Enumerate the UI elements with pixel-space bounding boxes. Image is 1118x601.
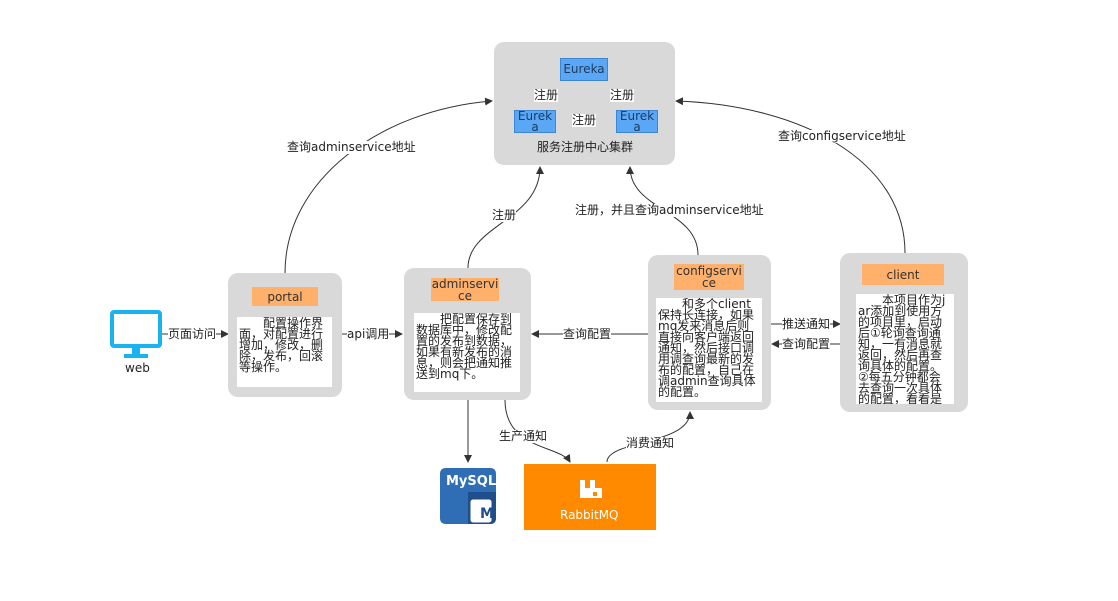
edge-label-admin-eureka: 注册 bbox=[492, 208, 517, 222]
eureka-link-label-right: 注册 bbox=[610, 88, 635, 102]
client-description: 本项目作为jar添加到使用方的项目里，启动后①轮询查询通知，一有消息就返回，然后… bbox=[856, 294, 954, 404]
eureka-node-top: Eureka bbox=[560, 58, 608, 81]
adminservice-title: adminservice bbox=[431, 276, 499, 303]
edge-portal-eureka bbox=[284, 97, 493, 274]
edge-client-eureka bbox=[675, 97, 906, 254]
web-label: web bbox=[125, 361, 150, 375]
client-title: client bbox=[862, 264, 944, 285]
edge-label-admin-mq: 生产通知 bbox=[499, 429, 548, 443]
eureka-cluster-label: 服务注册中心集群 bbox=[537, 140, 634, 154]
edge-label-portal-admin: api调用 bbox=[347, 327, 390, 341]
portal-description: 配置操作界面，对配置进行增加，修改，删除，发布，回滚等操作。 bbox=[237, 317, 332, 387]
edge-admin-mq bbox=[504, 399, 571, 463]
edge-label-client-eureka: 查询configservice地址 bbox=[778, 129, 906, 143]
edge-label-portal-eureka: 查询adminservice地址 bbox=[287, 140, 416, 154]
eureka-node-right: Eureka bbox=[616, 110, 658, 133]
monitor-icon bbox=[110, 310, 162, 358]
edge-label-client-config: 查询配置 bbox=[782, 337, 831, 351]
portal-title: portal bbox=[252, 287, 318, 306]
rabbitmq-label: RabbitMQ bbox=[560, 508, 619, 522]
eureka-link-label-bottom: 注册 bbox=[572, 113, 597, 127]
mysql-label: MySQL bbox=[446, 474, 497, 489]
configservice-title: configservice bbox=[674, 264, 744, 290]
rabbitmq-icon bbox=[580, 480, 602, 498]
edge-label-config-client: 推送通知 bbox=[782, 317, 831, 331]
edge-label-config-admin: 查询配置 bbox=[563, 327, 612, 341]
eureka-node-left: Eureka bbox=[514, 110, 556, 133]
edge-label-mq-config: 消费通知 bbox=[626, 436, 675, 450]
edge-label-config-eureka: 注册，并且查询adminservice地址 bbox=[575, 203, 764, 217]
mysql-icon bbox=[440, 468, 496, 524]
configservice-description: 和多个client保持长连接，如果mq发来消息后则直接向客户端返回通知，然后接口… bbox=[656, 298, 762, 402]
edge-label-web-portal: 页面访问 bbox=[168, 327, 217, 341]
mysql-badge: M bbox=[480, 506, 494, 522]
adminservice-description: 把配置保存到数据库中，修改配置的发布到数据，如果有新发布的消息，则会把通知推送到… bbox=[414, 313, 520, 392]
eureka-link-label-left: 注册 bbox=[534, 88, 559, 102]
